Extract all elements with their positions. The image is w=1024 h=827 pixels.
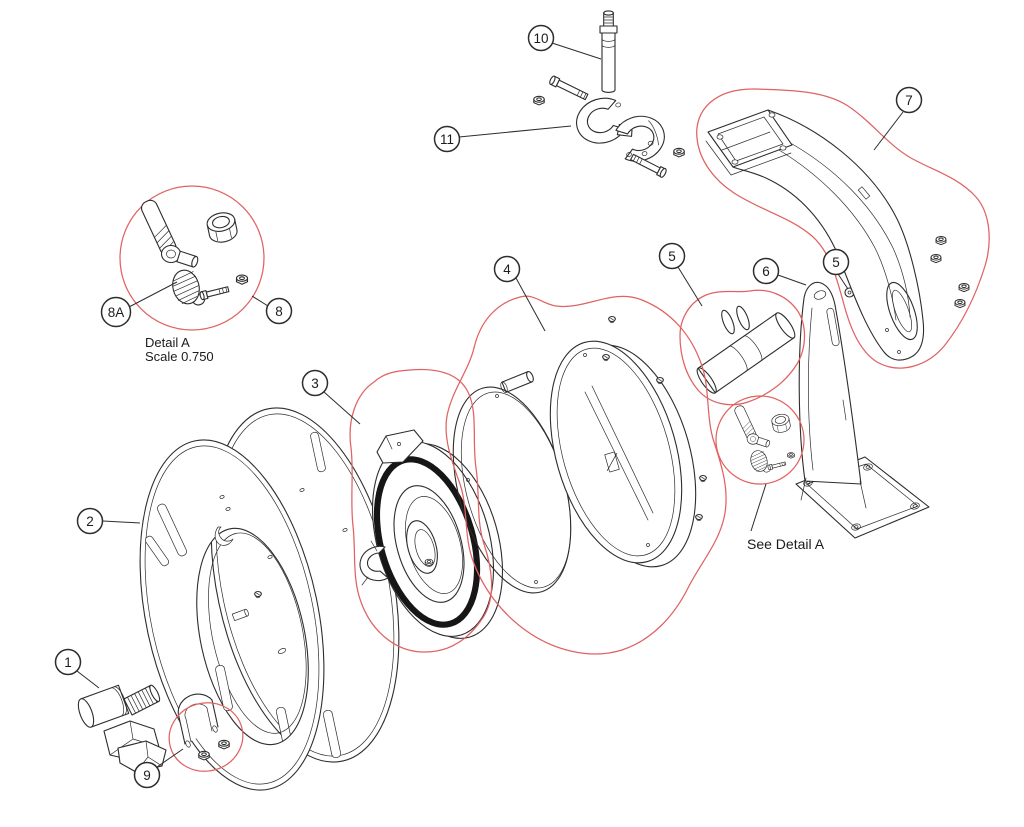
callout-label: 7 xyxy=(905,93,913,108)
highlight-outlines xyxy=(168,88,990,772)
part-5-roller xyxy=(696,305,796,394)
callout-11-12: 11 xyxy=(433,125,572,153)
detail-a-circle xyxy=(119,185,265,331)
callout-leader xyxy=(128,281,178,308)
see-detail-a-view: See Detail A xyxy=(715,395,825,552)
detail-a-title: Detail A xyxy=(145,335,190,350)
part-3-hub-assembly xyxy=(359,429,504,639)
callout-label: 4 xyxy=(503,262,511,277)
highlight-part-4 xyxy=(445,295,727,655)
callout-balloon xyxy=(301,369,329,397)
callout-leader xyxy=(873,111,904,151)
callout-leader xyxy=(323,391,361,425)
highlight-part-9 xyxy=(168,702,244,772)
callout-5-4: 5 xyxy=(658,242,703,307)
callout-balloon xyxy=(76,507,104,535)
callout-balloon xyxy=(493,255,521,283)
clamp-bolt xyxy=(630,153,667,178)
callout-2-1: 2 xyxy=(76,507,141,535)
callout-balloon xyxy=(658,242,686,270)
callout-3-2: 3 xyxy=(301,369,361,425)
callout-label: 2 xyxy=(86,514,94,529)
callout-balloon xyxy=(822,248,850,276)
callout-balloon xyxy=(54,648,82,676)
callout-7-7: 7 xyxy=(873,86,923,151)
callout-label: 9 xyxy=(143,768,151,783)
stand-column xyxy=(798,281,862,485)
callout-4-3: 4 xyxy=(493,255,546,332)
callout-6-6: 6 xyxy=(752,257,807,286)
callout-label: 11 xyxy=(440,132,454,147)
callout-label: 1 xyxy=(64,655,72,670)
retaining-clip xyxy=(736,305,750,331)
callout-leader xyxy=(515,277,546,332)
retaining-clip xyxy=(721,309,735,335)
part-9-ubolt-kit xyxy=(177,693,230,761)
arm-mount-nuts xyxy=(930,235,970,309)
clamp-bolt xyxy=(549,75,589,101)
part-10-guide-rod xyxy=(599,10,618,93)
callout-balloon xyxy=(895,86,923,114)
callout-label: 8 xyxy=(275,304,283,319)
detail-a-scale: Scale 0.750 xyxy=(145,349,214,364)
highlight-part-5 xyxy=(679,289,806,406)
part-11-split-clamp xyxy=(533,75,685,178)
arm-mount-plate xyxy=(707,109,793,168)
disc-hook-tab xyxy=(214,526,234,546)
arm-blade xyxy=(732,109,925,361)
callout-10-11: 10 xyxy=(527,24,602,60)
callout-leader xyxy=(102,520,141,524)
callout-leader xyxy=(677,266,703,307)
callout-balloon xyxy=(265,297,293,325)
part-1-swivel-fitting xyxy=(77,684,167,773)
see-detail-a-label: See Detail A xyxy=(747,536,825,552)
callout-leader xyxy=(777,274,807,286)
part-7-support-arm xyxy=(705,109,970,361)
callout-label: 10 xyxy=(533,31,548,46)
part-4-drum-rings xyxy=(452,315,707,594)
callout-balloon xyxy=(752,257,780,285)
callout-8A-9: 8A xyxy=(100,281,178,328)
callout-label: 6 xyxy=(762,264,770,279)
callout-8-8: 8 xyxy=(251,295,293,325)
see-detail-a-circle xyxy=(715,395,805,485)
callout-leader xyxy=(551,42,602,60)
callout-9-10: 9 xyxy=(133,748,184,789)
callout-leader xyxy=(837,273,849,290)
callout-balloon xyxy=(133,761,161,789)
hub-clip xyxy=(359,545,389,582)
callout-leader xyxy=(156,748,184,768)
callout-5-5: 5 xyxy=(822,248,850,290)
highlight-part-7 xyxy=(696,88,990,369)
callouts-layer: 1 2 3 4 5 5 6 7 8 8A 9 10 11 xyxy=(54,24,923,789)
callout-label: 8A xyxy=(108,305,125,320)
callout-balloon xyxy=(527,24,555,52)
callout-label: 3 xyxy=(311,376,319,391)
callout-balloon xyxy=(433,125,461,153)
callout-label: 5 xyxy=(668,249,676,264)
callout-label: 5 xyxy=(832,255,840,270)
clamp-half-right xyxy=(615,115,665,162)
part-6-stand xyxy=(795,281,930,539)
callout-balloon xyxy=(100,296,132,328)
highlight-part-3 xyxy=(349,368,493,653)
callout-1-0: 1 xyxy=(54,648,100,689)
detail-a-view: Detail A Scale 0.750 xyxy=(119,185,265,364)
callout-leader xyxy=(251,295,269,307)
callout-leader xyxy=(76,670,100,689)
callout-leader xyxy=(458,125,572,138)
